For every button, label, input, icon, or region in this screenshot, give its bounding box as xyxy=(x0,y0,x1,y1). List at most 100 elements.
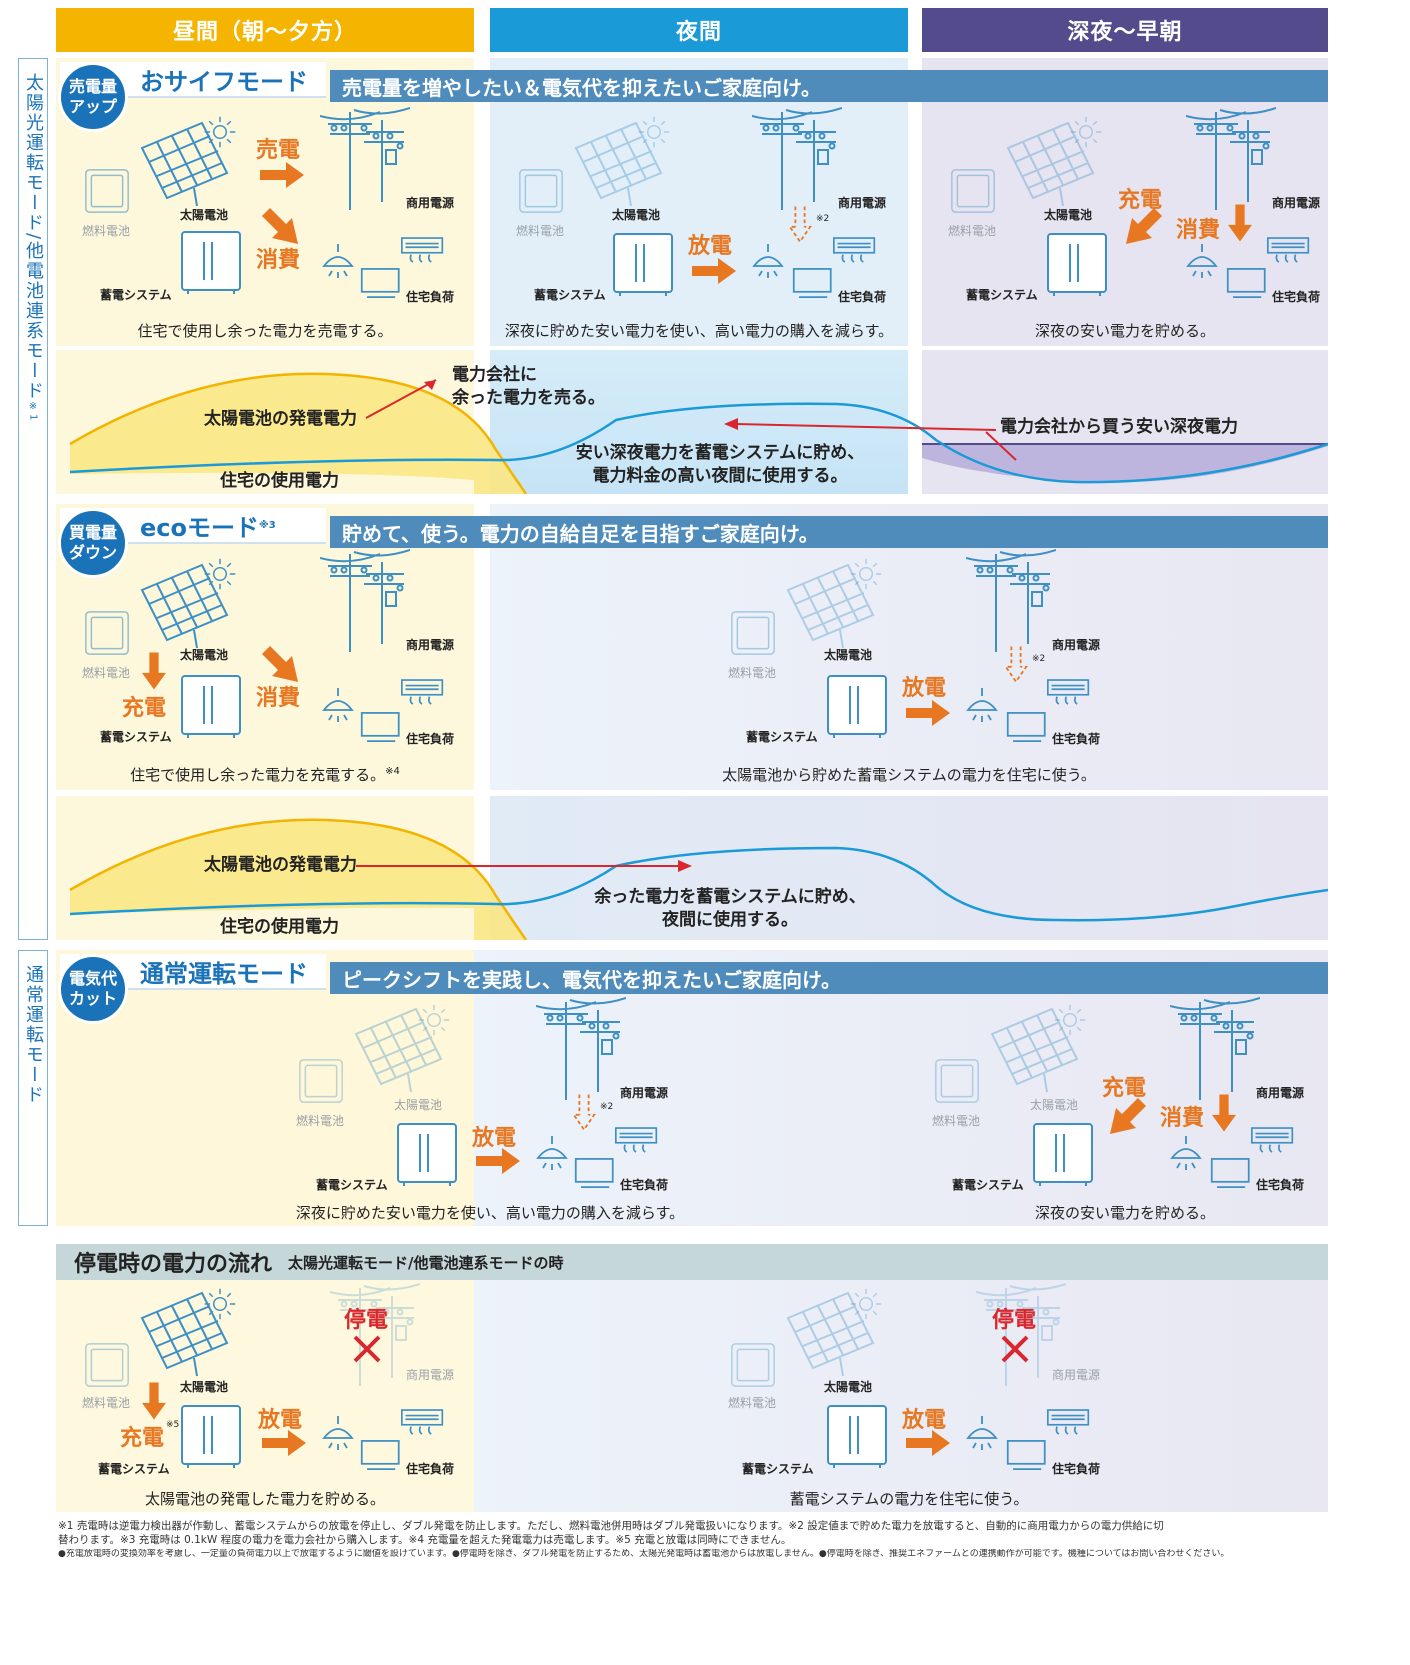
saifu-tagline-bar: 売電量を増やしたい＆電気代を抑えたいご家庭向け。 xyxy=(330,70,1328,102)
grid-label: 商用電源 xyxy=(1256,1086,1305,1100)
dashed-arrow-down-icon xyxy=(572,1094,596,1132)
saifu-late-panel xyxy=(922,58,1328,346)
sun-icon xyxy=(416,1002,452,1038)
normal-badge-line2: カット xyxy=(68,989,117,1008)
charge-label: 充電 xyxy=(122,696,167,721)
grid-label: 商用電源 xyxy=(406,638,455,652)
eco-night-panel xyxy=(490,504,1328,790)
grid-label: 商用電源 xyxy=(620,1086,669,1100)
solar-cell-label: 太陽電池 xyxy=(180,208,229,222)
ac-icon xyxy=(1250,1126,1296,1154)
saifu-late-caption: 深夜の安い電力を貯める。 xyxy=(1034,322,1215,340)
fuel-cell-label: 燃料電池 xyxy=(82,1396,131,1410)
note2-label: ※2 xyxy=(1032,654,1046,664)
solar-cell-label: 太陽電池 xyxy=(180,1380,229,1394)
storage-system-icon xyxy=(180,674,242,740)
normal-night-panel xyxy=(474,950,1328,1226)
tv-icon xyxy=(1006,710,1050,744)
fuel-cell-icon xyxy=(730,610,776,656)
utility-pole-icon xyxy=(320,102,410,212)
arrow-down-icon xyxy=(142,1382,166,1420)
house-load-label: 住宅負荷 xyxy=(838,290,887,304)
saifu-graph-sell-line1: 電力会社に xyxy=(452,365,537,385)
note2-label: ※2 xyxy=(600,1102,614,1112)
tv-icon xyxy=(792,266,836,300)
tv-icon xyxy=(1210,1156,1254,1190)
discharge-label: 放電 xyxy=(902,1408,947,1433)
saifu-graph-store-line2: 電力料金の高い夜間に使用する。 xyxy=(592,465,848,486)
saifu-badge-line2: アップ xyxy=(68,97,117,116)
discharge-label: 放電 xyxy=(902,676,947,701)
arrow-right-icon xyxy=(906,700,950,726)
charge-label: 充電 xyxy=(120,1426,165,1451)
storage-system-icon xyxy=(396,1122,458,1188)
tv-icon xyxy=(360,710,404,744)
house-load-label: 住宅負荷 xyxy=(1256,1178,1305,1192)
cross-icon xyxy=(1000,1334,1030,1364)
consume-label: 消費 xyxy=(1160,1106,1205,1131)
fuel-cell-icon xyxy=(950,168,996,214)
fuel-cell-label: 燃料電池 xyxy=(932,1114,981,1128)
arrow-right-icon xyxy=(906,1430,950,1456)
saifu-night-caption: 深夜に貯めた安い電力を使い、高い電力の購入を減らす。 xyxy=(504,322,894,340)
outage-night-caption: 蓄電システムの電力を住宅に使う。 xyxy=(789,1490,1029,1508)
eco-graph-store-line2: 夜間に使用する。 xyxy=(662,909,798,930)
saifu-night-panel xyxy=(490,58,908,346)
eco-night-caption: 太陽電池から貯めた蓄電システムの電力を住宅に使う。 xyxy=(722,766,1096,784)
outage-title: 停電時の電力の流れ xyxy=(74,1252,273,1277)
lamp-icon xyxy=(318,1416,358,1456)
outage-title-bar: 停電時の電力の流れ 太陽光運転モード/他電池連系モードの時 xyxy=(56,1244,1328,1280)
discharge-label: 放電 xyxy=(688,234,733,259)
arrow-right-icon xyxy=(260,162,304,188)
arrow-down-right-icon xyxy=(260,644,300,684)
lamp-icon xyxy=(1182,244,1222,284)
sun-icon xyxy=(636,114,672,150)
grid-label: 商用電源 xyxy=(1272,196,1321,210)
sun-icon xyxy=(202,114,238,150)
storage-system-label: 蓄電システム xyxy=(966,288,1038,302)
solar-cell-label: 太陽電池 xyxy=(1044,208,1093,222)
arrow-right-icon xyxy=(476,1148,520,1174)
solar-cell-label: 太陽電池 xyxy=(824,648,873,662)
outage-label: 停電 xyxy=(344,1308,389,1333)
utility-pole-icon xyxy=(320,544,410,654)
saifu-graph-buy-label: 電力会社から買う安い深夜電力 xyxy=(1000,417,1238,437)
side-label-normal-mode: 通常運転モード xyxy=(18,950,48,1226)
solar-cell-label: 太陽電池 xyxy=(824,1380,873,1394)
dashed-arrow-down-icon xyxy=(788,206,812,244)
fuel-cell-icon xyxy=(934,1058,980,1104)
grid-label: 商用電源 xyxy=(1052,638,1101,652)
consume-label: 消費 xyxy=(256,686,301,711)
utility-pole-icon xyxy=(752,102,842,212)
eco-day-caption-text: 住宅で使用し余った電力を充電する。 xyxy=(130,766,386,784)
storage-system-icon xyxy=(1046,232,1108,298)
eco-graph-store-line1: 余った電力を蓄電システムに貯め、 xyxy=(594,887,866,907)
arrow-right-icon xyxy=(692,258,736,284)
saifu-badge-line1: 売電量 xyxy=(68,77,117,96)
eco-day-caption: 住宅で使用し余った電力を充電する。※4 xyxy=(56,764,474,785)
saifu-mode-badge: 売電量 アップ xyxy=(58,62,128,132)
eco-graph-store-label: 余った電力を蓄電システムに貯め、 夜間に使用する。 xyxy=(570,886,890,932)
consume-label: 消費 xyxy=(1176,218,1221,243)
house-load-label: 住宅負荷 xyxy=(1052,1462,1101,1476)
eco-badge-line2: ダウン xyxy=(68,543,117,562)
ac-icon xyxy=(400,236,446,264)
tv-icon xyxy=(1226,266,1270,300)
fuel-cell-label: 燃料電池 xyxy=(82,666,131,680)
lamp-icon xyxy=(748,244,788,284)
saifu-graph-store-label: 安い深夜電力を蓄電システムに貯め、 電力料金の高い夜間に使用する。 xyxy=(560,442,880,488)
fuel-cell-icon xyxy=(730,1342,776,1388)
tv-icon xyxy=(1006,1438,1050,1472)
fuel-cell-label: 燃料電池 xyxy=(728,666,777,680)
ac-icon xyxy=(614,1126,660,1154)
side-label-solar-mode: 太陽光運転モード/他電池連系モード※1 xyxy=(18,58,48,940)
sun-icon xyxy=(1068,114,1104,150)
dashed-arrow-down-icon xyxy=(1004,646,1028,684)
fuel-cell-icon xyxy=(84,610,130,656)
eco-mode-name-text: ecoモード xyxy=(140,513,259,542)
house-load-label: 住宅負荷 xyxy=(406,732,455,746)
storage-system-icon xyxy=(180,230,242,296)
normal-night-caption: 深夜に貯めた安い電力を使い、高い電力の購入を減らす。 xyxy=(295,1204,685,1222)
eco-power-graph xyxy=(69,818,1328,940)
house-load-label: 住宅負荷 xyxy=(406,290,455,304)
